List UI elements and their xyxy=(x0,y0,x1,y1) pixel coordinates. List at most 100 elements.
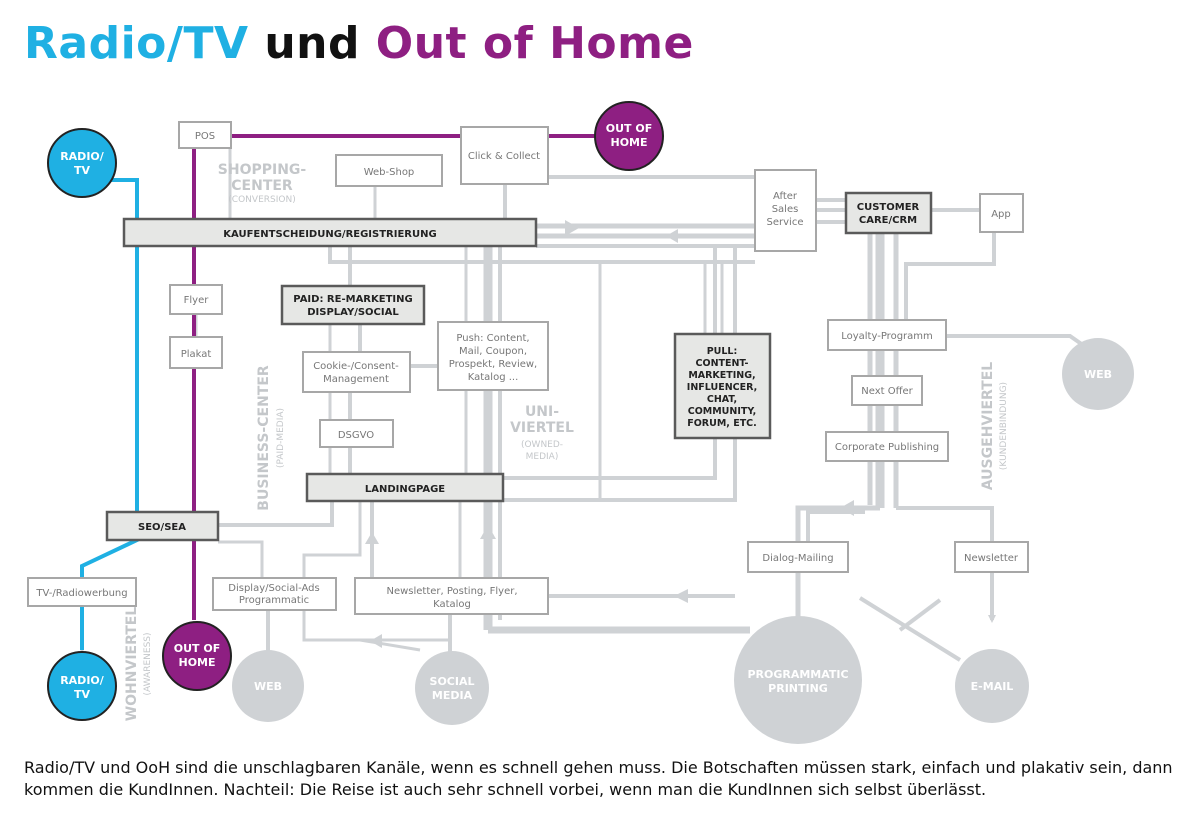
district-uni-viertel-sub1: (OWNED- xyxy=(521,440,563,450)
svg-text:SEO/SEA: SEO/SEA xyxy=(138,522,186,533)
svg-text:HOME: HOME xyxy=(178,656,215,669)
circle-programmatic-printing: PROGRAMMATIC PRINTING xyxy=(734,616,862,744)
svg-text:LANDINGPAGE: LANDINGPAGE xyxy=(365,484,445,495)
svg-text:Next Offer: Next Offer xyxy=(861,386,913,397)
node-click-collect: Click & Collect xyxy=(460,126,549,185)
svg-text:TV-/Radiowerbung: TV-/Radiowerbung xyxy=(35,588,127,599)
svg-text:OUT OF: OUT OF xyxy=(174,642,220,655)
circle-ooh-top: OUT OF HOME xyxy=(594,101,664,171)
node-seo-sea: SEO/SEA xyxy=(105,510,220,542)
title-radio-tv: Radio/TV xyxy=(24,18,249,69)
svg-text:RADIO/: RADIO/ xyxy=(60,150,105,163)
svg-text:POS: POS xyxy=(195,131,215,142)
svg-text:Click & Collect: Click & Collect xyxy=(468,151,540,162)
node-next-offer: Next Offer xyxy=(851,375,923,406)
svg-text:Push: Content,: Push: Content, xyxy=(456,333,529,344)
title-out-of-home: Out of Home xyxy=(375,18,694,69)
svg-text:Prospekt, Review,: Prospekt, Review, xyxy=(449,359,538,370)
svg-text:Display/Social-Ads: Display/Social-Ads xyxy=(228,583,320,594)
svg-text:CARE/CRM: CARE/CRM xyxy=(859,215,917,226)
svg-text:MEDIA: MEDIA xyxy=(432,689,473,702)
circle-web-right: WEB xyxy=(1062,338,1134,410)
district-business-center: BUSINESS-CENTER xyxy=(256,365,272,511)
road-network xyxy=(80,148,1092,662)
node-kaufentscheidung: KAUFENTSCHEIDUNG/REGISTRIERUNG xyxy=(122,217,538,248)
district-labels: SHOPPING- CENTER (CONVERSION) BUSINESS-C… xyxy=(124,162,1009,721)
node-pull: PULL: CONTENT- MARKETING, INFLUENCER, CH… xyxy=(673,332,772,440)
node-customer-care: CUSTOMER CARE/CRM xyxy=(844,191,933,235)
svg-text:DSGVO: DSGVO xyxy=(338,430,374,441)
district-ausgehviertel: AUSGEHVIERTEL xyxy=(980,362,996,490)
svg-text:DISPLAY/SOCIAL: DISPLAY/SOCIAL xyxy=(307,307,399,318)
svg-text:FORUM, ETC.: FORUM, ETC. xyxy=(687,418,757,429)
node-push: Push: Content, Mail, Coupon, Prospekt, R… xyxy=(437,321,549,391)
svg-text:PULL:: PULL: xyxy=(707,346,738,357)
svg-text:Management: Management xyxy=(323,374,389,385)
district-shopping-center-line2: CENTER xyxy=(231,178,293,194)
svg-text:CONTENT-: CONTENT- xyxy=(696,358,749,369)
node-landingpage: LANDINGPAGE xyxy=(305,472,505,503)
customer-journey-map: SHOPPING- CENTER (CONVERSION) BUSINESS-C… xyxy=(27,101,1134,744)
node-web-shop: Web-Shop xyxy=(335,154,443,187)
node-flyer: Flyer xyxy=(169,284,223,315)
circle-web-bottom: WEB xyxy=(232,650,304,722)
caption-line-2: kommen die KundInnen. Nachteil: Die Reis… xyxy=(24,780,987,799)
title-und: und xyxy=(248,18,376,69)
svg-text:Flyer: Flyer xyxy=(184,295,210,306)
svg-text:Loyalty-Programm: Loyalty-Programm xyxy=(841,331,933,342)
caption-line-1: Radio/TV und OoH sind die unschlagbaren … xyxy=(24,758,1173,777)
district-uni-viertel-sub2: MEDIA) xyxy=(526,452,559,462)
node-app: App xyxy=(979,193,1024,233)
circle-ooh-bottom: OUT OF HOME xyxy=(162,621,232,691)
node-loyalty: Loyalty-Programm xyxy=(827,319,947,351)
node-after-sales: After Sales Service xyxy=(754,169,817,252)
node-newsletter-posting: Newsletter, Posting, Flyer, Katalog xyxy=(354,577,549,615)
svg-text:App: App xyxy=(991,209,1011,220)
svg-text:MARKETING,: MARKETING, xyxy=(688,370,755,381)
node-plakat: Plakat xyxy=(169,336,223,369)
caption: Radio/TV und OoH sind die unschlagbaren … xyxy=(24,757,1184,801)
circle-radio-tv-top: RADIO/ TV xyxy=(47,128,117,198)
svg-text:SOCIAL: SOCIAL xyxy=(430,675,475,688)
node-corporate-publishing: Corporate Publishing xyxy=(825,431,949,462)
node-cookie: Cookie-/Consent- Management xyxy=(302,351,411,393)
svg-text:PAID: RE-MARKETING: PAID: RE-MARKETING xyxy=(293,294,412,305)
svg-text:WEB: WEB xyxy=(254,680,282,693)
district-wohnviertel: WOHNVIERTEL xyxy=(124,607,140,722)
svg-text:Sales: Sales xyxy=(772,204,799,215)
node-display-social-ads: Display/Social-Ads Programmatic xyxy=(212,577,337,611)
district-uni-viertel-line2: VIERTEL xyxy=(510,420,574,436)
svg-text:Katalog ...: Katalog ... xyxy=(468,372,519,383)
svg-text:PRINTING: PRINTING xyxy=(768,682,828,695)
circle-radio-tv-bottom: RADIO/ TV xyxy=(47,651,117,721)
node-boxes: POS Click & Collect Web-Shop After Sales… xyxy=(27,121,1029,615)
page-title: Radio/TV und Out of Home xyxy=(24,18,694,69)
svg-text:Web-Shop: Web-Shop xyxy=(364,167,415,178)
svg-text:Cookie-/Consent-: Cookie-/Consent- xyxy=(313,361,399,372)
svg-text:PROGRAMMATIC: PROGRAMMATIC xyxy=(747,668,848,681)
district-business-center-sub: (PAID-MEDIA) xyxy=(276,408,286,468)
svg-text:Plakat: Plakat xyxy=(181,349,212,360)
svg-text:TV: TV xyxy=(74,164,91,177)
svg-text:OUT OF: OUT OF xyxy=(606,122,652,135)
node-circles: RADIO/ TV OUT OF HOME RADIO/ TV OUT OF H… xyxy=(47,101,1134,744)
svg-text:Programmatic: Programmatic xyxy=(239,595,309,606)
svg-text:Dialog-Mailing: Dialog-Mailing xyxy=(762,553,833,564)
svg-text:After: After xyxy=(773,191,798,202)
district-wohnviertel-sub: (AWARENESS) xyxy=(143,632,153,695)
svg-text:Newsletter, Posting, Flyer,: Newsletter, Posting, Flyer, xyxy=(386,586,517,597)
district-ausgehviertel-sub: (KUNDENBINDUNG) xyxy=(999,382,1009,470)
svg-text:Corporate Publishing: Corporate Publishing xyxy=(835,442,939,453)
node-paid-remarketing: PAID: RE-MARKETING DISPLAY/SOCIAL xyxy=(280,284,426,326)
node-dialog-mailing: Dialog-Mailing xyxy=(747,541,849,573)
node-pos: POS xyxy=(178,121,232,149)
svg-text:Service: Service xyxy=(767,217,804,228)
node-tv-radiowerbung: TV-/Radiowerbung xyxy=(27,577,137,607)
svg-text:CHAT,: CHAT, xyxy=(707,394,737,405)
district-shopping-center-line1: SHOPPING- xyxy=(218,162,307,178)
node-dsgvo: DSGVO xyxy=(319,419,394,448)
svg-text:Katalog: Katalog xyxy=(433,599,471,610)
arrow-heads xyxy=(365,220,854,648)
svg-text:WEB: WEB xyxy=(1084,368,1112,381)
svg-text:RADIO/: RADIO/ xyxy=(60,674,105,687)
